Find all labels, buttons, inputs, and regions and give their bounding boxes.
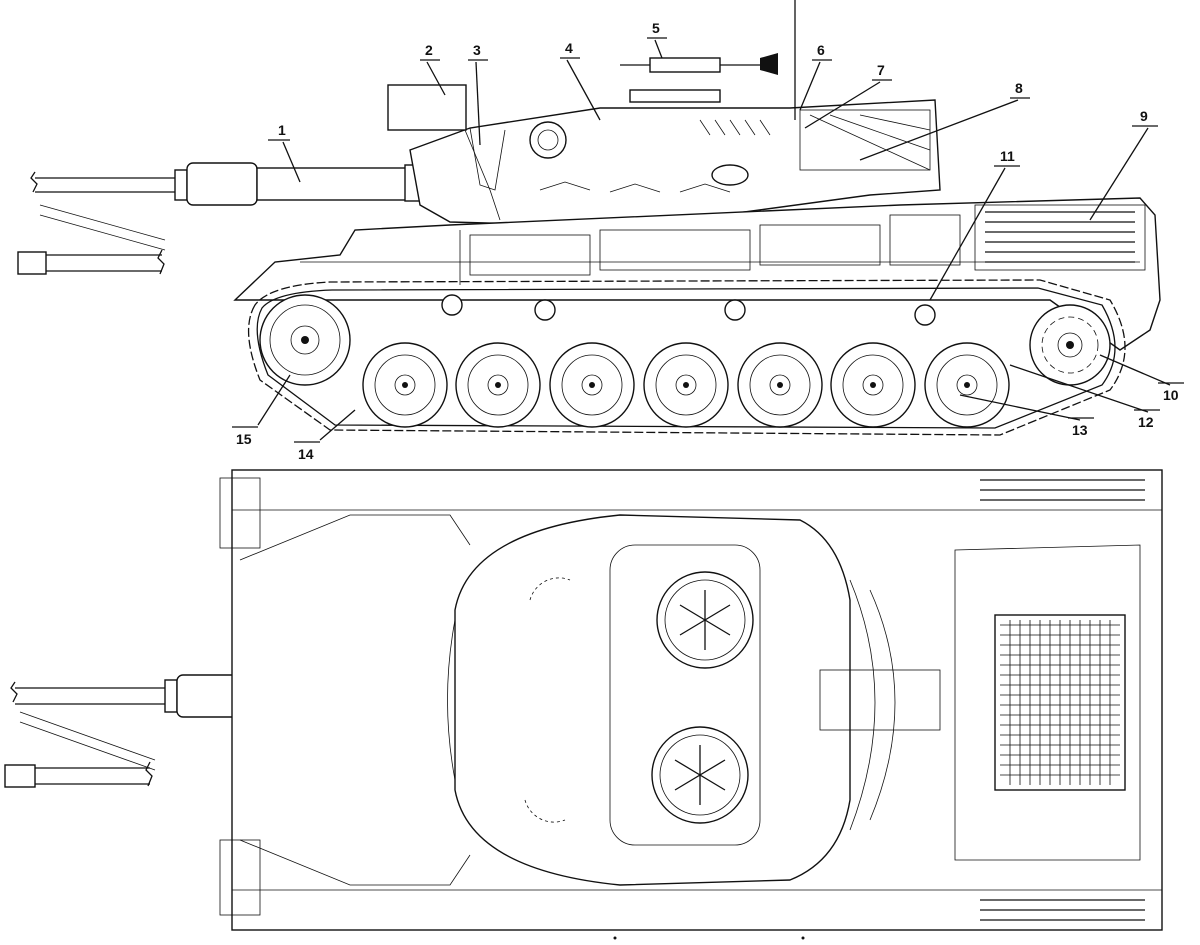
callout-11: 11	[1000, 148, 1015, 164]
road-wheels	[362, 342, 1010, 428]
callout-8: 8	[1015, 80, 1023, 96]
engine-grille-top	[994, 614, 1126, 791]
gun-barrel-side	[17, 162, 424, 275]
engine-grille-side	[974, 204, 1146, 271]
road-wheel-7	[924, 342, 1010, 428]
top-view	[4, 469, 1163, 940]
callout-12: 12	[1138, 414, 1154, 430]
leader-lines-side	[232, 37, 1184, 443]
side-view: 1 2 3 4 5 6 7 8 9 11 10 12 13 14 15	[17, 0, 1184, 462]
return-rollers	[441, 294, 936, 326]
road-wheel-6	[830, 342, 916, 428]
hull-side	[233, 197, 1161, 351]
callout-9: 9	[1140, 108, 1148, 124]
drive-sprocket	[1029, 304, 1111, 386]
road-wheel-3	[549, 342, 635, 428]
callout-6: 6	[817, 42, 825, 58]
road-wheel-4	[643, 342, 729, 428]
track-side	[247, 279, 1126, 436]
callout-13: 13	[1072, 422, 1088, 438]
callout-4: 4	[565, 40, 573, 56]
hatch-commander	[656, 571, 754, 669]
callout-7: 7	[877, 62, 885, 78]
callout-5: 5	[652, 20, 660, 36]
hatch-gunner	[651, 726, 749, 824]
callout-3: 3	[473, 42, 481, 58]
road-wheel-1	[362, 342, 448, 428]
callout-labels-side: 1 2 3 4 5 6 7 8 9 11 10 12 13 14 15	[236, 20, 1179, 462]
turret-top	[447, 514, 941, 886]
road-wheel-2	[455, 342, 541, 428]
callout-15: 15	[236, 431, 252, 447]
road-wheel-5	[737, 342, 823, 428]
callout-2: 2	[425, 42, 433, 58]
idler-wheel	[259, 294, 351, 386]
callout-10: 10	[1163, 387, 1179, 403]
callout-14: 14	[298, 446, 314, 462]
callout-1: 1	[278, 122, 286, 138]
turret-side	[387, 0, 941, 226]
